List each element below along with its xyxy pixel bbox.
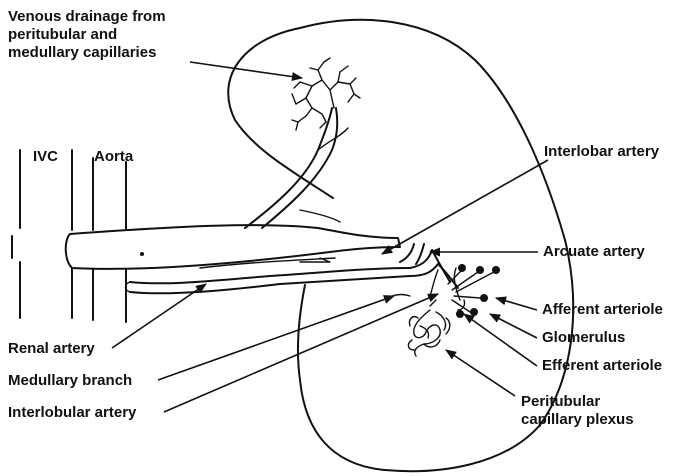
interlobar-artery-label: Interlobar artery bbox=[544, 143, 659, 161]
interlobular-artery-label: Interlobular artery bbox=[8, 404, 136, 422]
glomerulus-label: Glomerulus bbox=[542, 329, 625, 347]
medullary-branch-vessel bbox=[392, 295, 410, 297]
peritubular-plexus-label: Peritubular capillary plexus bbox=[521, 393, 634, 429]
medullary-branch-label: Medullary branch bbox=[8, 372, 132, 390]
arcuate-artery-label: Arcuate artery bbox=[543, 243, 645, 261]
renal-artery-vessel bbox=[130, 268, 410, 283]
renal-vein bbox=[66, 225, 400, 269]
afferent-arteriole-label: Afferent arteriole bbox=[542, 301, 663, 319]
renal-artery-label: Renal artery bbox=[8, 340, 95, 358]
arcuate-artery-vessel bbox=[410, 250, 458, 296]
aorta-label: Aorta bbox=[94, 148, 133, 166]
interlobar-branch bbox=[400, 244, 414, 262]
efferent-arteriole-label: Efferent arteriole bbox=[542, 357, 662, 375]
ivc-label: IVC bbox=[33, 148, 58, 166]
peritubular-plexus-drawing bbox=[408, 300, 449, 356]
venous-drainage-label: Venous drainage from peritubular and med… bbox=[8, 8, 166, 62]
glomeruli-cluster bbox=[448, 264, 500, 318]
venous-capillary-tree bbox=[292, 58, 360, 130]
